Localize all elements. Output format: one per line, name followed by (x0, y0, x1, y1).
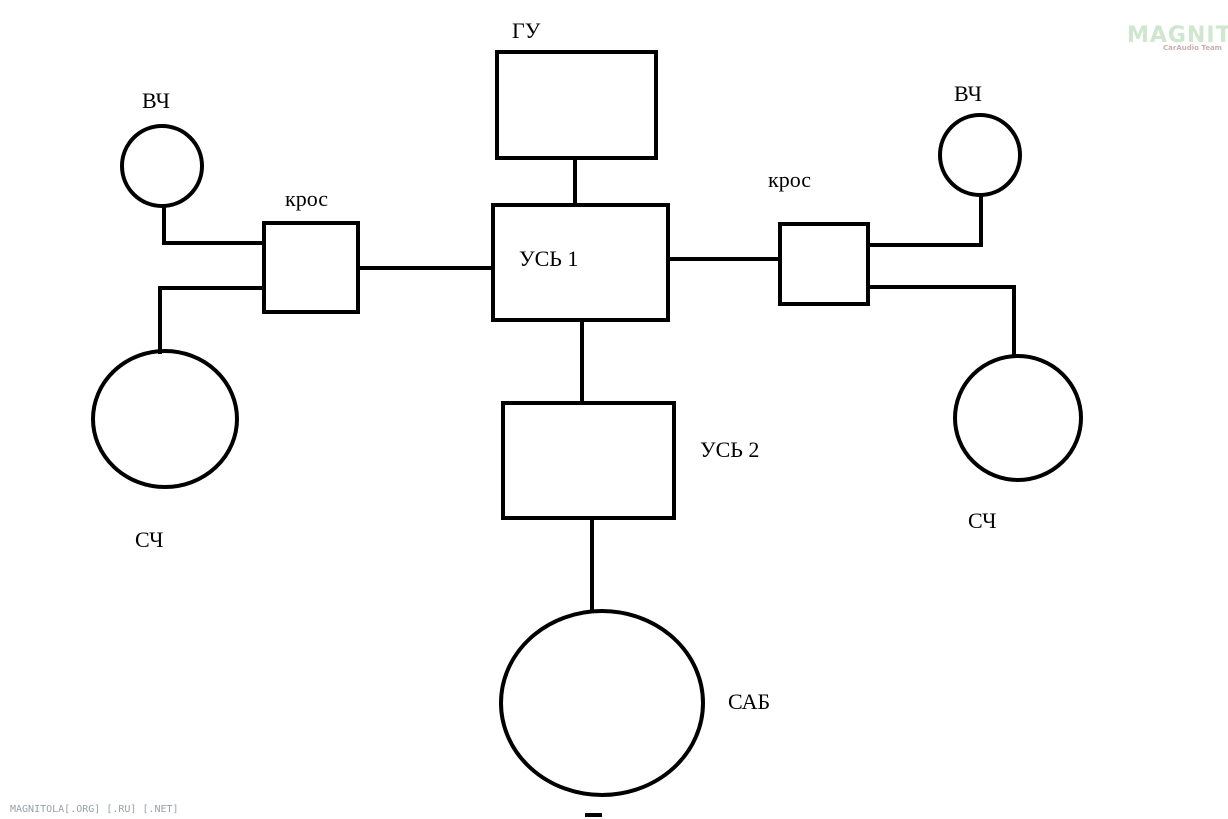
watermark-logo-sub: CarAudio Team (1163, 44, 1222, 52)
subwoofer-circle (499, 609, 705, 797)
wire-crossright-midrange (866, 285, 1016, 358)
crossover-right-label: крос (768, 167, 811, 192)
midrange-right-label: СЧ (968, 508, 996, 533)
head-unit-box (495, 50, 658, 160)
tweeter-right-circle (938, 113, 1022, 197)
amp2-label: УСЬ 2 (700, 437, 759, 462)
midrange-left-circle (91, 349, 239, 489)
crossover-right-box (778, 222, 870, 306)
tweeter-right-label: ВЧ (954, 81, 982, 106)
midrange-right-circle (953, 354, 1083, 482)
wire-crossleft-midrange (158, 286, 266, 354)
tweeter-left-circle (120, 124, 204, 208)
midrange-left-label: СЧ (135, 527, 163, 552)
watermark-logo: MAGNITOLA (1127, 23, 1228, 48)
subwoofer-label: САБ (728, 689, 770, 714)
head-unit-label: ГУ (512, 18, 541, 43)
amp1-label: УСЬ 1 (519, 246, 578, 271)
wire-crossright-tweeter (866, 193, 983, 247)
tweeter-left-label: ВЧ (142, 88, 170, 113)
amp2-box (501, 401, 676, 520)
watermark-bottom: MAGNITOLA[.ORG] [.RU] [.NET] (10, 804, 179, 815)
crossover-left-box (262, 221, 360, 314)
crossover-left-label: крос (285, 186, 328, 211)
wire-crossleft-tweeter (162, 204, 266, 245)
